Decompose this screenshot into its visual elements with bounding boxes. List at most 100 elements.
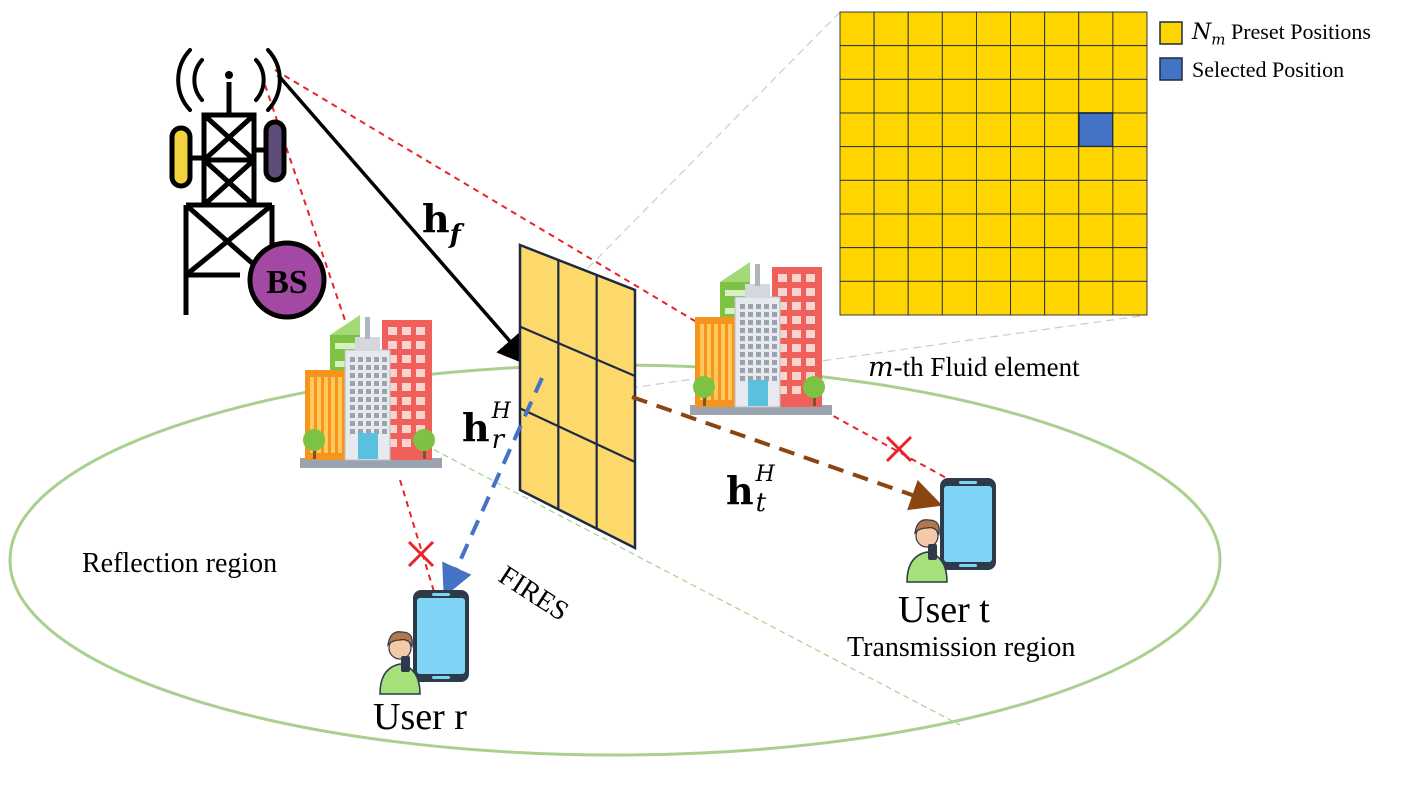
ground-strip: [690, 405, 832, 415]
grid-cell: [941, 213, 977, 249]
grid-cell: [1078, 146, 1114, 181]
building-window: [748, 360, 753, 365]
building-window: [366, 357, 371, 362]
grid-cell: [839, 213, 875, 249]
building-white-top: [745, 284, 770, 298]
grid-cell: [1112, 213, 1148, 249]
building-window: [402, 439, 411, 447]
bs-label: BS: [266, 264, 308, 301]
building-cluster-right: [690, 262, 832, 415]
building-window: [748, 352, 753, 357]
person-hair: [914, 519, 940, 536]
building-window: [806, 288, 815, 296]
grid-cell: [1010, 280, 1046, 316]
building-window: [792, 344, 801, 352]
grid-cell-selected: [1077, 112, 1114, 148]
grid-cell: [1044, 280, 1080, 316]
fires-panel-body: [518, 243, 637, 551]
building-window: [756, 304, 761, 309]
building-window: [806, 316, 815, 324]
building-window: [756, 376, 761, 381]
reflection-region-label: Reflection region: [82, 548, 278, 579]
building-window: [764, 336, 769, 341]
building-window: [382, 397, 387, 402]
user-r-label: User r: [373, 696, 467, 738]
h-r-label: h H r: [462, 399, 511, 455]
grid-cell: [1112, 247, 1148, 282]
building-window: [374, 405, 379, 410]
building-window: [402, 341, 411, 349]
legend-selected-label: Selected Position: [1192, 57, 1345, 82]
building-window: [358, 373, 363, 378]
building-cluster-left: [300, 315, 442, 468]
building-window: [725, 290, 745, 296]
building-stripe: [324, 377, 328, 453]
building-window: [772, 344, 777, 349]
grid-cell: [839, 45, 875, 80]
grid-cell: [1112, 45, 1148, 80]
building-window: [374, 421, 379, 426]
ground-strip: [300, 458, 442, 468]
building-stripe: [338, 377, 342, 453]
building-window: [748, 304, 753, 309]
grid-cell: [839, 146, 875, 181]
blocked-x-mark-right: [885, 435, 913, 463]
grid-cell: [1044, 179, 1080, 215]
grid-cell: [1010, 179, 1046, 215]
building-window: [806, 274, 815, 282]
grid-cell: [975, 78, 1012, 114]
tree-crown: [803, 376, 825, 398]
grid-cell: [1010, 78, 1046, 114]
building-window: [778, 372, 787, 380]
building-window: [388, 411, 397, 419]
building-window: [382, 365, 387, 370]
building-window: [778, 316, 787, 324]
grid-cell: [1044, 213, 1080, 249]
building-window: [350, 365, 355, 370]
building-window: [740, 376, 745, 381]
building-window: [416, 355, 425, 363]
building-window: [388, 355, 397, 363]
building-window: [792, 330, 801, 338]
building-window: [416, 369, 425, 377]
building-window: [350, 421, 355, 426]
fires-panel: [518, 243, 637, 551]
building-window: [374, 397, 379, 402]
building-window: [416, 341, 425, 349]
h-r-arrow: [442, 377, 544, 598]
building-window: [382, 413, 387, 418]
building-window: [402, 327, 411, 335]
building-window: [388, 341, 397, 349]
building-window: [772, 304, 777, 309]
phone-speaker: [432, 593, 450, 596]
region-divider-line: [424, 444, 961, 726]
grid-cell: [1010, 146, 1046, 181]
building-window: [402, 369, 411, 377]
grid-cell: [907, 213, 943, 249]
building-stripe: [721, 324, 725, 400]
building-window: [388, 369, 397, 377]
grid-cell: [907, 78, 943, 114]
grid-cell: [941, 112, 977, 148]
building-window: [358, 421, 363, 426]
grid-cell: [1112, 112, 1148, 148]
building-window: [806, 372, 815, 380]
grid-cell: [1010, 45, 1046, 80]
building-window: [778, 274, 787, 282]
grid-cell: [941, 146, 977, 181]
fluid-element-grid: [839, 11, 1148, 316]
tree-trunk: [423, 445, 426, 459]
building-window: [764, 328, 769, 333]
building-window: [366, 381, 371, 386]
grid-cell: [975, 11, 1012, 47]
grid-cell: [1112, 78, 1148, 114]
building-window: [792, 372, 801, 380]
tree-trunk: [703, 392, 706, 406]
grid-cell: [1044, 146, 1080, 181]
grid-cell: [1044, 11, 1080, 47]
building-window: [335, 343, 355, 349]
building-window: [374, 429, 379, 434]
building-stripe: [728, 324, 732, 400]
building-window: [374, 381, 379, 386]
